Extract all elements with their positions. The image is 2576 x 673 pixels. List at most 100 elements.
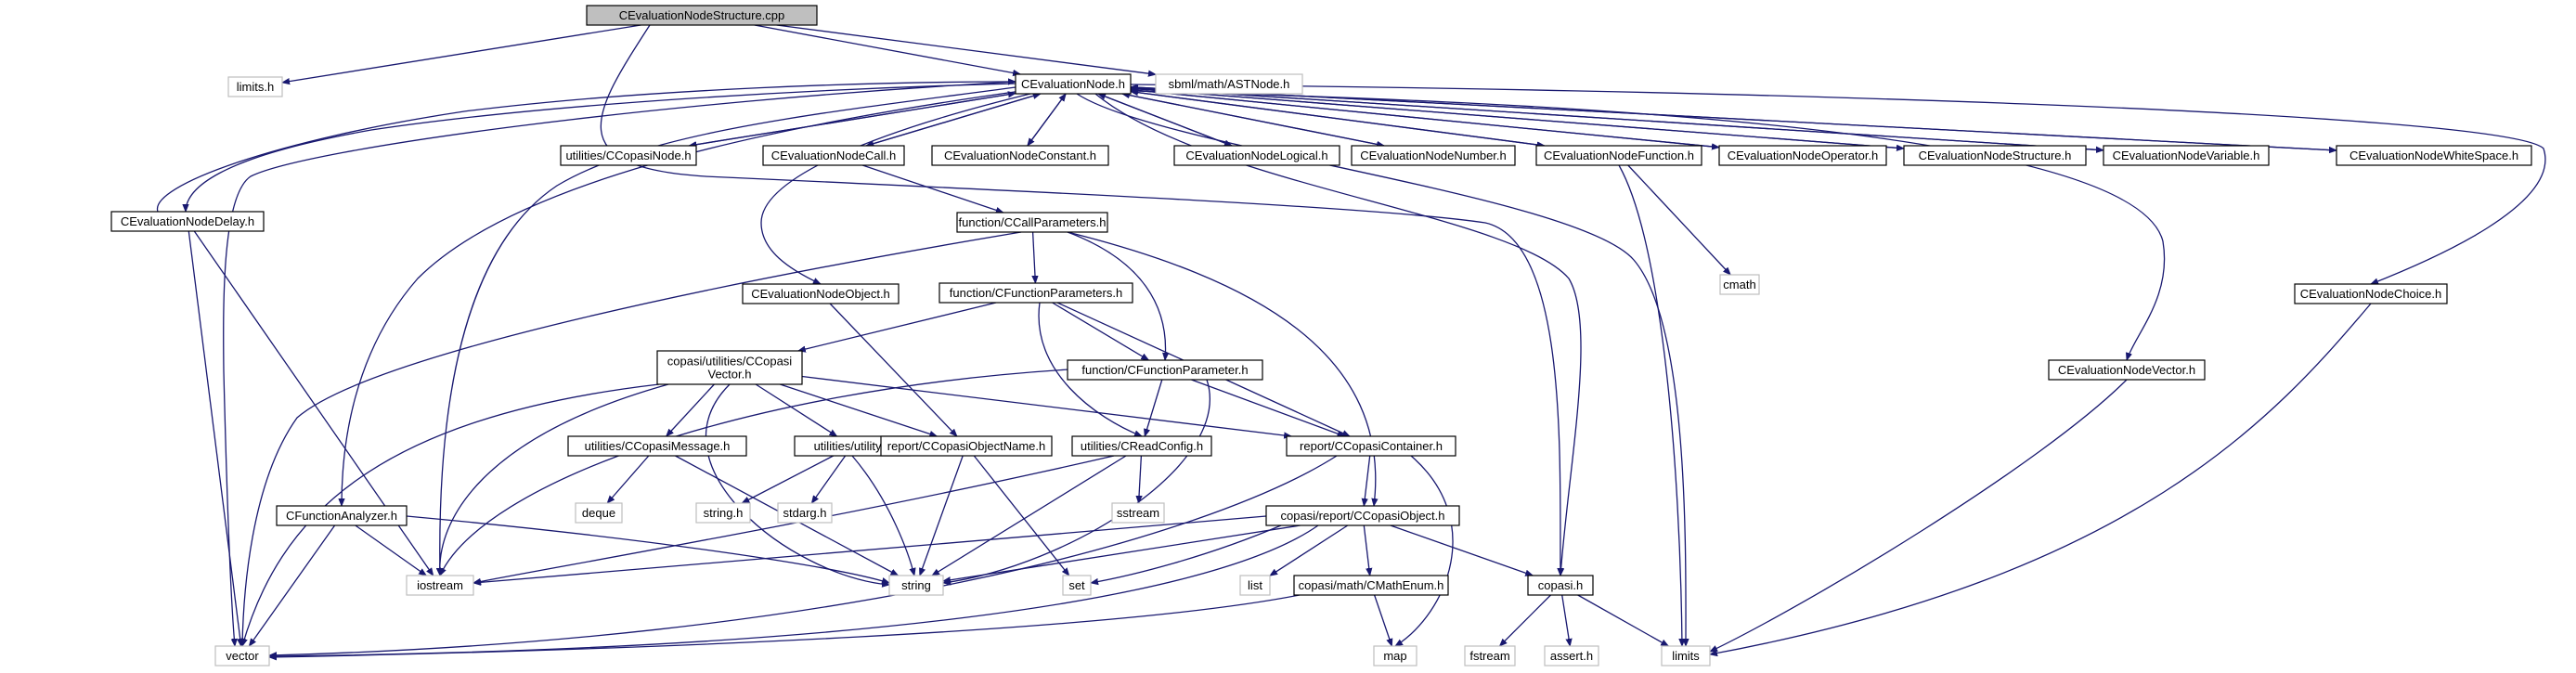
- node-cendelay[interactable]: CEvaluationNodeDelay.h: [110, 211, 265, 232]
- node-string: string: [888, 575, 944, 596]
- node-label: utilities/CCopasiNode.h: [565, 149, 691, 162]
- node-fstream: fstream: [1464, 645, 1516, 667]
- node-box: [1067, 359, 1263, 381]
- node-cenconst[interactable]: CEvaluationNodeConstant.h: [931, 145, 1109, 166]
- edge-cennumber-to-cevalnode: [1122, 94, 1385, 147]
- node-box: [1351, 145, 1516, 166]
- node-box: [1373, 645, 1417, 667]
- node-cenvector[interactable]: CEvaluationNodeVector.h: [2048, 359, 2206, 381]
- node-box: [1239, 575, 1271, 596]
- node-box: [880, 435, 1053, 457]
- node-box: [1286, 435, 1456, 457]
- node-box: [276, 505, 408, 526]
- node-cennumber[interactable]: CEvaluationNodeNumber.h: [1351, 145, 1516, 166]
- node-label: list: [1248, 578, 1262, 592]
- node-root[interactable]: CEvaluationNodeStructure.cpp: [586, 5, 818, 26]
- node-label: function/CCallParameters.h: [959, 215, 1107, 229]
- edge-cenobject-to-objectname: [829, 303, 957, 436]
- node-cenwhitespace[interactable]: CEvaluationNodeWhiteSpace.h: [2336, 145, 2532, 166]
- node-box: [1527, 575, 1594, 596]
- node-label: CEvaluationNodeStructure.h: [1919, 149, 2072, 162]
- edge-root-to-limits_h: [282, 24, 641, 83]
- edge-ccopasiobject-to-list: [1270, 524, 1349, 576]
- edge-callparams-to-funcparam: [1067, 231, 1166, 360]
- node-box: [214, 645, 270, 667]
- node-cenfunction[interactable]: CEvaluationNodeFunction.h: [1535, 145, 1702, 166]
- node-box: [406, 575, 474, 596]
- node-label: vector: [226, 649, 259, 663]
- node-box: [888, 575, 944, 596]
- node-label-line: copasi/utilities/CCopasi: [667, 355, 793, 369]
- node-label: CFunctionAnalyzer.h: [286, 509, 397, 523]
- edge-ccopasiobject-to-cmathenum: [1363, 524, 1369, 576]
- node-creadconfig[interactable]: utilities/CReadConfig.h: [1071, 435, 1212, 457]
- node-cevalnode[interactable]: CEvaluationNode.h: [1015, 73, 1132, 95]
- node-cenobject[interactable]: CEvaluationNodeObject.h: [742, 283, 900, 304]
- node-label: string: [901, 578, 931, 592]
- node-cenoperator[interactable]: CEvaluationNodeOperator.h: [1718, 145, 1887, 166]
- node-label: cmath: [1723, 278, 1755, 291]
- node-label: CEvaluationNodeLogical.h: [1185, 149, 1327, 162]
- edge-ccopasiobject-to-string: [943, 524, 1301, 581]
- node-label: utilities/CCopasiMessage.h: [585, 439, 731, 453]
- node-censtructure[interactable]: CEvaluationNodeStructure.h: [1903, 145, 2087, 166]
- node-box: [1718, 145, 1887, 166]
- edge-ccopasivector-to-iostream: [440, 383, 669, 576]
- node-box: [2336, 145, 2532, 166]
- edge-cenwhitespace-to-cevalnode: [1131, 87, 2337, 151]
- node-container[interactable]: report/CCopasiContainer.h: [1286, 435, 1456, 457]
- edge-funcanalyzer-to-vector: [249, 524, 336, 646]
- node-box: [695, 502, 751, 524]
- edge-cevalnode-to-cenchoice: [1130, 84, 2546, 285]
- edge-utility-to-string_h: [742, 455, 834, 504]
- node-deque: deque: [575, 502, 623, 524]
- node-cenlogical[interactable]: CEvaluationNodeLogical.h: [1173, 145, 1340, 166]
- node-label: set: [1068, 578, 1085, 592]
- node-label: deque: [582, 506, 615, 520]
- edge-funcparam-to-creadconfig: [1145, 379, 1163, 436]
- node-iostream: iostream: [406, 575, 474, 596]
- node-box: [931, 145, 1109, 166]
- node-funcanalyzer[interactable]: CFunctionAnalyzer.h: [276, 505, 408, 526]
- edge-ccopasivector-to-vector: [242, 383, 660, 646]
- node-label: CEvaluationNodeConstant.h: [944, 149, 1096, 162]
- edge-funcparams-to-funcparam: [1052, 302, 1149, 361]
- node-cenchoice[interactable]: CEvaluationNodeChoice.h: [2294, 283, 2448, 304]
- node-copasi_h[interactable]: copasi.h: [1527, 575, 1594, 596]
- node-ccopasimessage[interactable]: utilities/CCopasiMessage.h: [567, 435, 747, 457]
- node-funcparam[interactable]: function/CFunctionParameter.h: [1067, 359, 1263, 381]
- node-label: CEvaluationNodeObject.h: [751, 287, 890, 301]
- edge-cevalnode-to-cenobject: [760, 93, 1031, 285]
- node-cencall[interactable]: CEvaluationNodeCall.h: [762, 145, 905, 166]
- node-box: [1535, 145, 1702, 166]
- node-box: [1015, 73, 1132, 95]
- edge-root-to-cevalnode: [754, 24, 1020, 74]
- edge-utility-to-stdarg_h: [811, 455, 847, 503]
- node-ccopasinode[interactable]: utilities/CCopasiNode.h: [560, 145, 697, 166]
- edge-cenlogical-to-cevalnode: [1098, 93, 1233, 147]
- node-cmathenum[interactable]: copasi/math/CMathEnum.h: [1293, 575, 1449, 596]
- node-label: sstream: [1117, 506, 1159, 520]
- node-funcparams[interactable]: function/CFunctionParameters.h: [938, 282, 1133, 304]
- node-map: map: [1373, 645, 1417, 667]
- node-callparams[interactable]: function/CCallParameters.h: [956, 212, 1108, 233]
- node-box: [1265, 505, 1460, 526]
- node-objectname[interactable]: report/CCopasiObjectName.h: [880, 435, 1053, 457]
- node-limits: limits: [1661, 645, 1711, 667]
- node-label: CEvaluationNodeVariable.h: [2113, 149, 2260, 162]
- edge-callparams-to-vector: [242, 231, 1022, 646]
- node-cenvariable[interactable]: CEvaluationNodeVariable.h: [2103, 145, 2270, 166]
- node-box: [2048, 359, 2206, 381]
- node-box: [1293, 575, 1449, 596]
- node-ccopasiobject[interactable]: copasi/report/CCopasiObject.h: [1265, 505, 1460, 526]
- edge-cencall-to-callparams: [861, 164, 1003, 213]
- node-label: sbml/math/ASTNode.h: [1169, 77, 1290, 91]
- edge-cendelay-to-vector: [188, 230, 240, 646]
- edge-callparams-to-funcparams: [1033, 231, 1036, 283]
- node-box: [560, 145, 697, 166]
- node-box: [938, 282, 1133, 304]
- edge-cenchoice-to-limits: [1710, 303, 2372, 654]
- edge-cenvariable-to-cevalnode: [1131, 88, 2104, 151]
